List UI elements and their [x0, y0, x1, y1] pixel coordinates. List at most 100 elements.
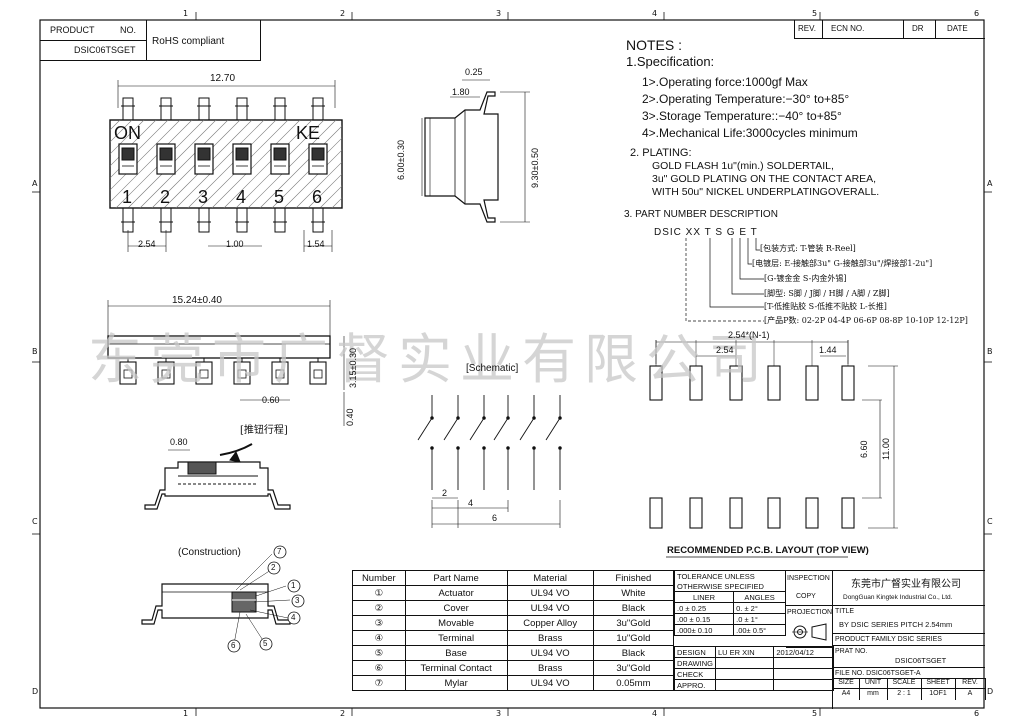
- rev-header: REV.: [798, 24, 816, 33]
- dim-lead: 0.60: [262, 395, 280, 405]
- pn-title: 3. PART NUMBER DESCRIPTION: [624, 209, 778, 220]
- dim-body-height: 6.00±0.30: [396, 140, 406, 180]
- bom-cell: Brass: [506, 660, 594, 676]
- drawing-label: DRAWING: [674, 657, 716, 669]
- callout-circle: [267, 561, 281, 575]
- title-block: 东莞市广督实业有限公司 DongGuan Kingtek Industrial …: [832, 570, 986, 709]
- callout-circle: [291, 594, 305, 608]
- size-value: A: [967, 690, 973, 697]
- tol-col-linear: LINER: [673, 591, 735, 603]
- position-number-3: 3: [198, 187, 209, 207]
- revision-block: REV. ECN NO. DR DATE: [794, 20, 985, 39]
- callout-label-5: 5: [263, 638, 268, 648]
- check-label: CHECK: [674, 668, 716, 680]
- tol-cell: .00± 0.5°: [733, 624, 786, 636]
- inspection-block: INSPECTION COPY PROJECTION: [786, 570, 833, 648]
- bom-col-material: Material: [506, 570, 594, 586]
- front-terminal: [271, 358, 289, 385]
- callout-label-6: 6: [231, 640, 236, 650]
- zone-row-d-right: D: [987, 687, 994, 696]
- product-header: PRODUCT NO. DSIC06TSGET RoHS compliant: [40, 20, 261, 61]
- callout-label-1: 1: [291, 580, 296, 590]
- terminal-pin-top: [197, 97, 211, 121]
- dim-front-height: 3.15±0.30: [348, 348, 358, 388]
- bom-cell: Movable: [404, 615, 508, 631]
- pn-line-4: [脚型: S脚 / J脚 / H脚 / A脚 / Z脚]: [764, 289, 890, 298]
- terminal-pin-bottom: [235, 207, 249, 233]
- terminal-pin-bottom: [121, 207, 135, 233]
- size-value: 1OF1: [929, 690, 947, 697]
- schematic-switch: [443, 395, 460, 490]
- zone-col-6: 6: [974, 9, 980, 18]
- product-family: PRODUCT FAMILY DSIC SERIES: [835, 636, 942, 643]
- bom-cell: ①: [352, 585, 406, 601]
- pcb-pad-pair: [649, 340, 663, 529]
- pcb-span: 2.54*(N-1): [728, 330, 770, 340]
- dim-pad: 1.54: [307, 239, 325, 249]
- schematic-title: [Schematic]: [466, 363, 519, 374]
- zone-col-4: 4: [652, 9, 658, 18]
- callout-label-7: 7: [277, 546, 282, 556]
- schematic-dim-6: 6: [492, 513, 498, 523]
- pcb-pad-pair: [729, 340, 743, 529]
- switch-label-on: ON: [114, 123, 141, 143]
- travel-label: [推钮行程]: [240, 425, 288, 436]
- dim-length: 15.24±0.40: [172, 295, 222, 306]
- zone-col-1-bottom: 1: [183, 709, 189, 718]
- zone-row-d: D: [32, 687, 39, 696]
- pn-line-6: [产品P数: 02-2P 04-4P 06-6P 08-8P 10-10P 12…: [764, 316, 968, 325]
- callout-circle: [287, 579, 301, 593]
- pn-line-3: [G-镀金金 S-内金外锡]: [764, 274, 847, 283]
- bom-cell: White: [592, 585, 675, 601]
- actuator-slot: [156, 143, 176, 175]
- bom-cell: 0.05mm: [592, 675, 675, 691]
- tol-cell: .0 ± 0.25: [673, 602, 735, 614]
- inspection-label: INSPECTION: [787, 575, 830, 582]
- terminal-pin-bottom: [311, 207, 325, 233]
- tol-title-1: TOLERANCE UNLESS: [674, 570, 786, 581]
- tol-cell: .00 ± 0.15: [673, 613, 735, 625]
- bom-cell: Copper Alloy: [506, 615, 594, 631]
- plating-1: GOLD FLASH 1u"(min.) SOLDERTAIL,: [652, 160, 834, 172]
- callout-circle: [227, 639, 241, 653]
- terminal-pin-top: [235, 97, 249, 121]
- bom-cell: Mylar: [404, 675, 508, 691]
- terminal-pin-bottom: [159, 207, 173, 233]
- pcb-pad-pair: [841, 340, 855, 529]
- plating-3: WITH 50u" NICKEL UNDERPLATINGOVERALL.: [652, 186, 880, 198]
- terminal-pin-top: [311, 97, 325, 121]
- actuator-slot: [232, 143, 252, 175]
- bom-cell: UL94 VO: [506, 645, 594, 661]
- zone-col-4-bottom: 4: [652, 709, 658, 718]
- terminal-pin-top: [121, 97, 135, 121]
- plating-2: 3u" GOLD PLATING ON THE CONTACT AREA,: [652, 173, 877, 185]
- bom-cell: UL94 VO: [506, 675, 594, 691]
- zone-row-c-right: C: [987, 517, 993, 526]
- pcb-pad-pair: [767, 340, 781, 529]
- designer-name: LU ER XIN: [714, 646, 775, 658]
- callout-label-3: 3: [295, 595, 300, 605]
- zone-col-3-bottom: 3: [496, 709, 502, 718]
- actuator-slot: [194, 143, 214, 175]
- zone-row-b-right: B: [987, 347, 993, 356]
- actuator-slot: [308, 143, 328, 175]
- bom-cell: Brass: [506, 630, 594, 646]
- pcb-inner: 6.60: [859, 440, 869, 458]
- terminal-pin-top: [273, 97, 287, 121]
- size-value: 2 : 1: [897, 690, 911, 697]
- bom-col-number: Number: [352, 570, 406, 586]
- zone-row-c: C: [32, 517, 38, 526]
- bom-cell: Black: [592, 600, 675, 616]
- bom-cell: ⑤: [352, 645, 406, 661]
- schematic-switch: [519, 395, 536, 490]
- front-terminal: [119, 358, 137, 385]
- projection-symbol-icon: [792, 623, 827, 641]
- callout-label-2: 2: [271, 562, 276, 572]
